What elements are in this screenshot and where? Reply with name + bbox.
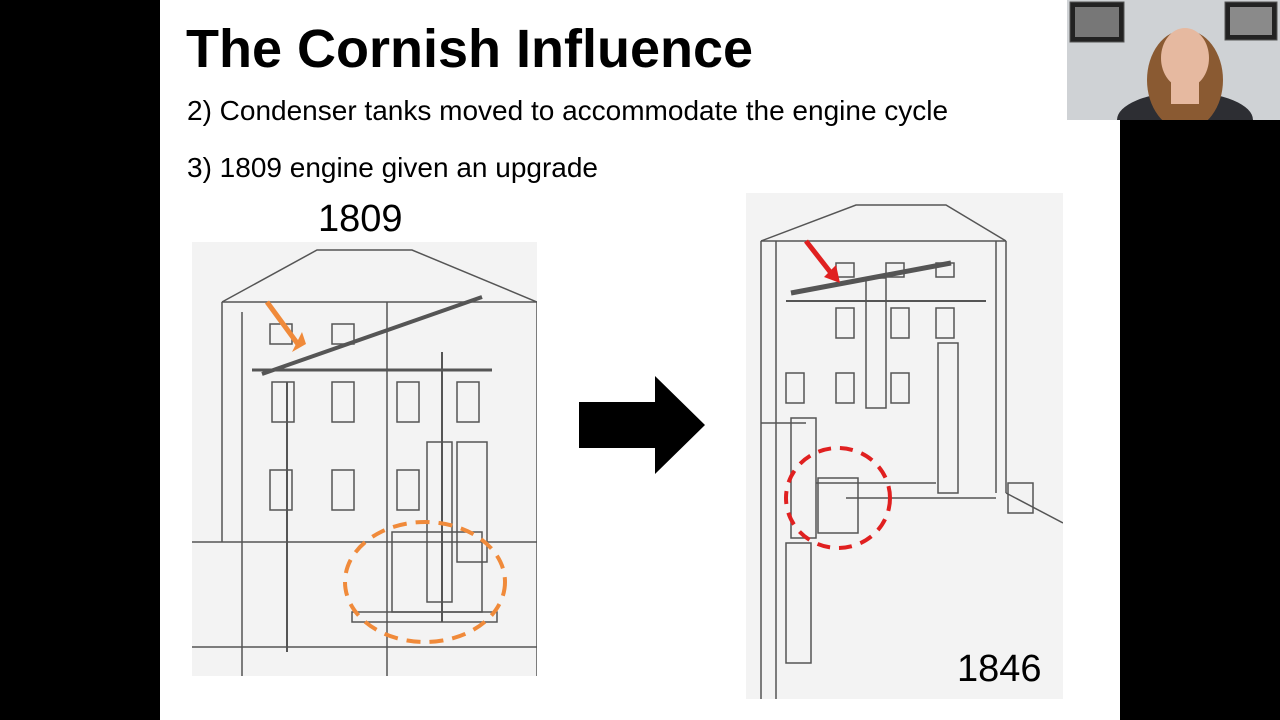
- engine-diagram-1846: [746, 193, 1063, 699]
- bullet-condenser: 2) Condenser tanks moved to accommodate …: [187, 95, 949, 126]
- year-label-1809: 1809: [318, 198, 403, 240]
- presentation-slide: The Cornish Influence 2) Condenser tanks…: [160, 0, 1120, 720]
- bullet-upgrade: 3) 1809 engine given an upgrade: [187, 152, 599, 183]
- engine-diagram-1809: [192, 242, 537, 676]
- year-label-1846: 1846: [957, 648, 1042, 690]
- right-arrow-icon: [579, 376, 705, 474]
- presenter-webcam: [1067, 0, 1280, 120]
- slide-title: The Cornish Influence: [186, 19, 754, 79]
